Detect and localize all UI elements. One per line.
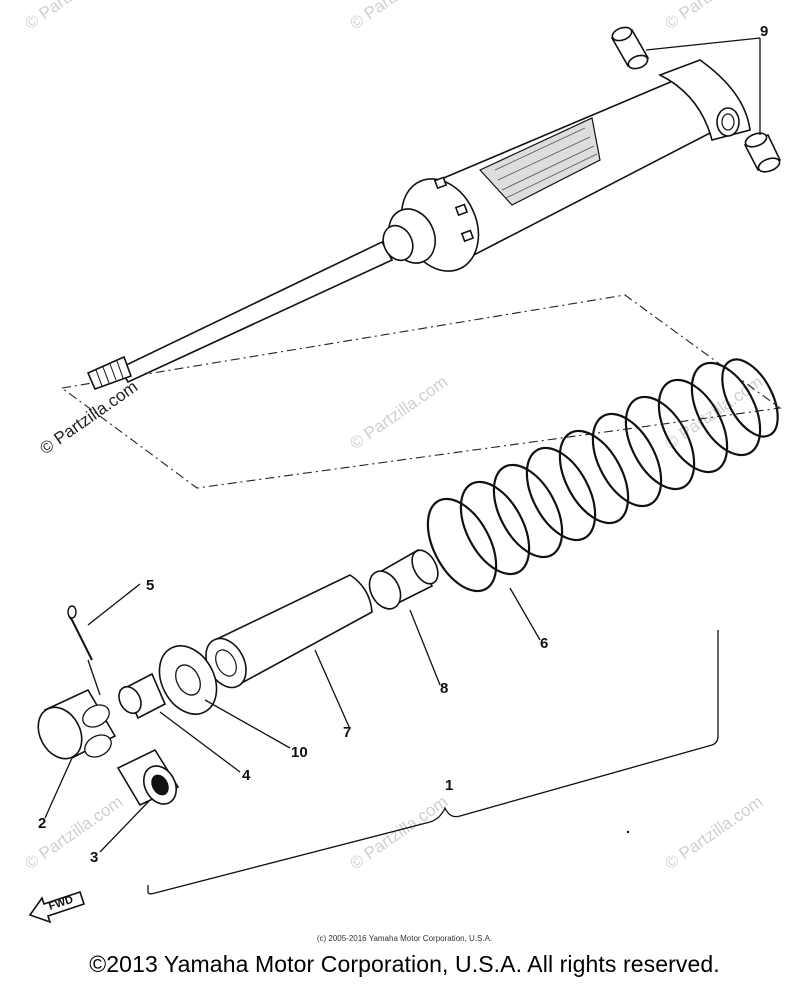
part-10-washer [158, 645, 218, 715]
callout-5: 5 [146, 577, 154, 594]
part-4-lower-bracket [118, 672, 167, 720]
copyright-small: (c) 2005-2016 Yamaha Motor Corporation, … [316, 934, 493, 943]
callout-2: 2 [38, 815, 46, 832]
watermark-text: © Partzilla.com [346, 792, 451, 873]
callout-6: 6 [540, 635, 548, 652]
callout-10: 10 [291, 744, 308, 761]
watermark-text: © Partzilla.com [346, 0, 451, 33]
callout-3: 3 [90, 849, 98, 866]
callout-1: 1 [445, 777, 453, 794]
watermark-text: © Partzilla.com [661, 792, 766, 873]
copyright-main: ©2013 Yamaha Motor Corporation, U.S.A. A… [89, 951, 720, 977]
watermark-text: © Partzilla.com [21, 792, 126, 873]
callout-7: 7 [343, 724, 351, 741]
part-6-spring [426, 358, 779, 593]
part-2-eye-joint [37, 688, 117, 760]
leader-lines [44, 37, 761, 895]
speck [626, 830, 630, 834]
callout-9: 9 [760, 23, 768, 40]
watermark-text: © Partzilla.com [661, 0, 766, 33]
assembly-boundary-box [60, 294, 782, 489]
callout-numbers: 9 5 6 8 7 10 4 1 2 3 [38, 23, 768, 866]
callout-4: 4 [242, 767, 251, 784]
part-9-bushings [610, 26, 782, 173]
watermark-text: © Partzilla.com [36, 377, 141, 458]
watermark-text: © Partzilla.com [346, 372, 451, 453]
watermark-text: © Partzilla.com [21, 0, 126, 33]
callout-8: 8 [440, 680, 448, 697]
part-8-bump-stop [368, 548, 439, 610]
shock-damper-body [86, 59, 751, 391]
part-5-cotter-pin [67, 605, 93, 661]
fwd-arrow-icon: FWD [28, 890, 86, 924]
part-7-cover-tube [205, 574, 373, 689]
part-3-bushing [116, 748, 180, 807]
